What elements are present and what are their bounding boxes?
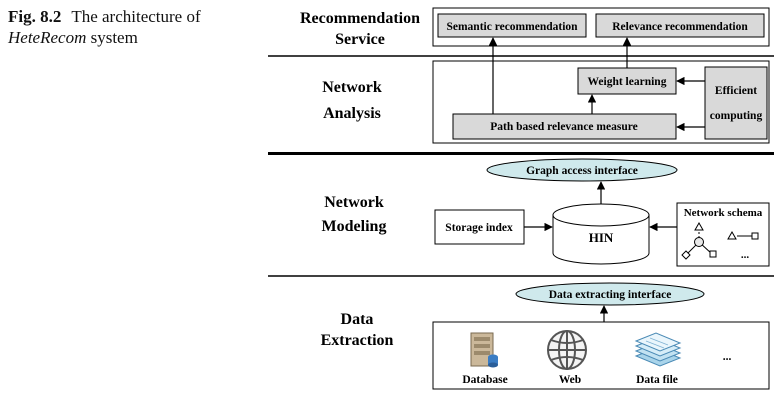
- caption-system-name: HeteRecom: [8, 28, 87, 47]
- semantic-recommendation-label: Semantic recommendation: [446, 21, 578, 33]
- analysis-container: [432, 60, 770, 144]
- recommendation-container: [432, 7, 770, 47]
- layer-label-network-analysis-1: Network: [322, 79, 382, 96]
- graph-access-ellipse: [486, 158, 678, 182]
- path-relevance-label: Path based relevance measure: [490, 121, 637, 133]
- path-relevance-box: [452, 113, 677, 140]
- database-icon: [470, 332, 498, 368]
- layer-label-data-extraction-1: Data: [341, 311, 374, 328]
- storage-index-label: Storage index: [445, 222, 513, 234]
- efficient-computing-label-2: computing: [710, 110, 763, 122]
- relevance-recommendation-label: Relevance recommendation: [612, 21, 748, 33]
- weight-learning-label: Weight learning: [588, 76, 667, 88]
- graph-access-label: Graph access interface: [526, 165, 638, 177]
- sources-ellipsis: ...: [723, 351, 732, 363]
- data-file-label: Data file: [636, 374, 678, 386]
- figure-caption: Fig. 8.2 The architecture of HeteRecom s…: [8, 6, 201, 48]
- layer-label-data-extraction-2: Extraction: [321, 332, 394, 349]
- hin-label: HIN: [589, 230, 614, 245]
- layer-label-network-modeling-1: Network: [324, 194, 384, 211]
- globe-icon: [547, 330, 587, 370]
- layer-label-service: Service: [335, 31, 385, 48]
- layer-label-network-modeling-2: Modeling: [322, 218, 387, 235]
- schema-ellipsis: ...: [741, 249, 750, 261]
- network-schema-label: Network schema: [684, 207, 763, 219]
- data-extracting-ellipse: [515, 282, 705, 306]
- hin-cylinder: [552, 203, 650, 265]
- schema-star-graph-icon: [681, 221, 717, 260]
- caption-text-start: The architecture of: [71, 7, 201, 26]
- data-extracting-label: Data extracting interface: [549, 289, 672, 301]
- semantic-recommendation-box: [437, 13, 587, 38]
- weight-learning-box: [577, 67, 677, 95]
- efficient-computing-box: [704, 66, 768, 140]
- web-label: Web: [559, 374, 581, 386]
- figure-label: Fig. 8.2: [8, 7, 62, 26]
- storage-index-box: [434, 209, 525, 245]
- relevance-recommendation-box: [595, 13, 765, 38]
- schema-link-icon: [727, 230, 759, 240]
- layer-label-network-analysis-2: Analysis: [323, 105, 381, 122]
- efficient-computing-label-1: Efficient: [715, 85, 757, 97]
- data-file-icon: [634, 332, 682, 367]
- caption-text-end: system: [90, 28, 138, 47]
- layer-label-recommendation: Recommendation: [300, 10, 420, 27]
- database-label: Database: [462, 374, 507, 386]
